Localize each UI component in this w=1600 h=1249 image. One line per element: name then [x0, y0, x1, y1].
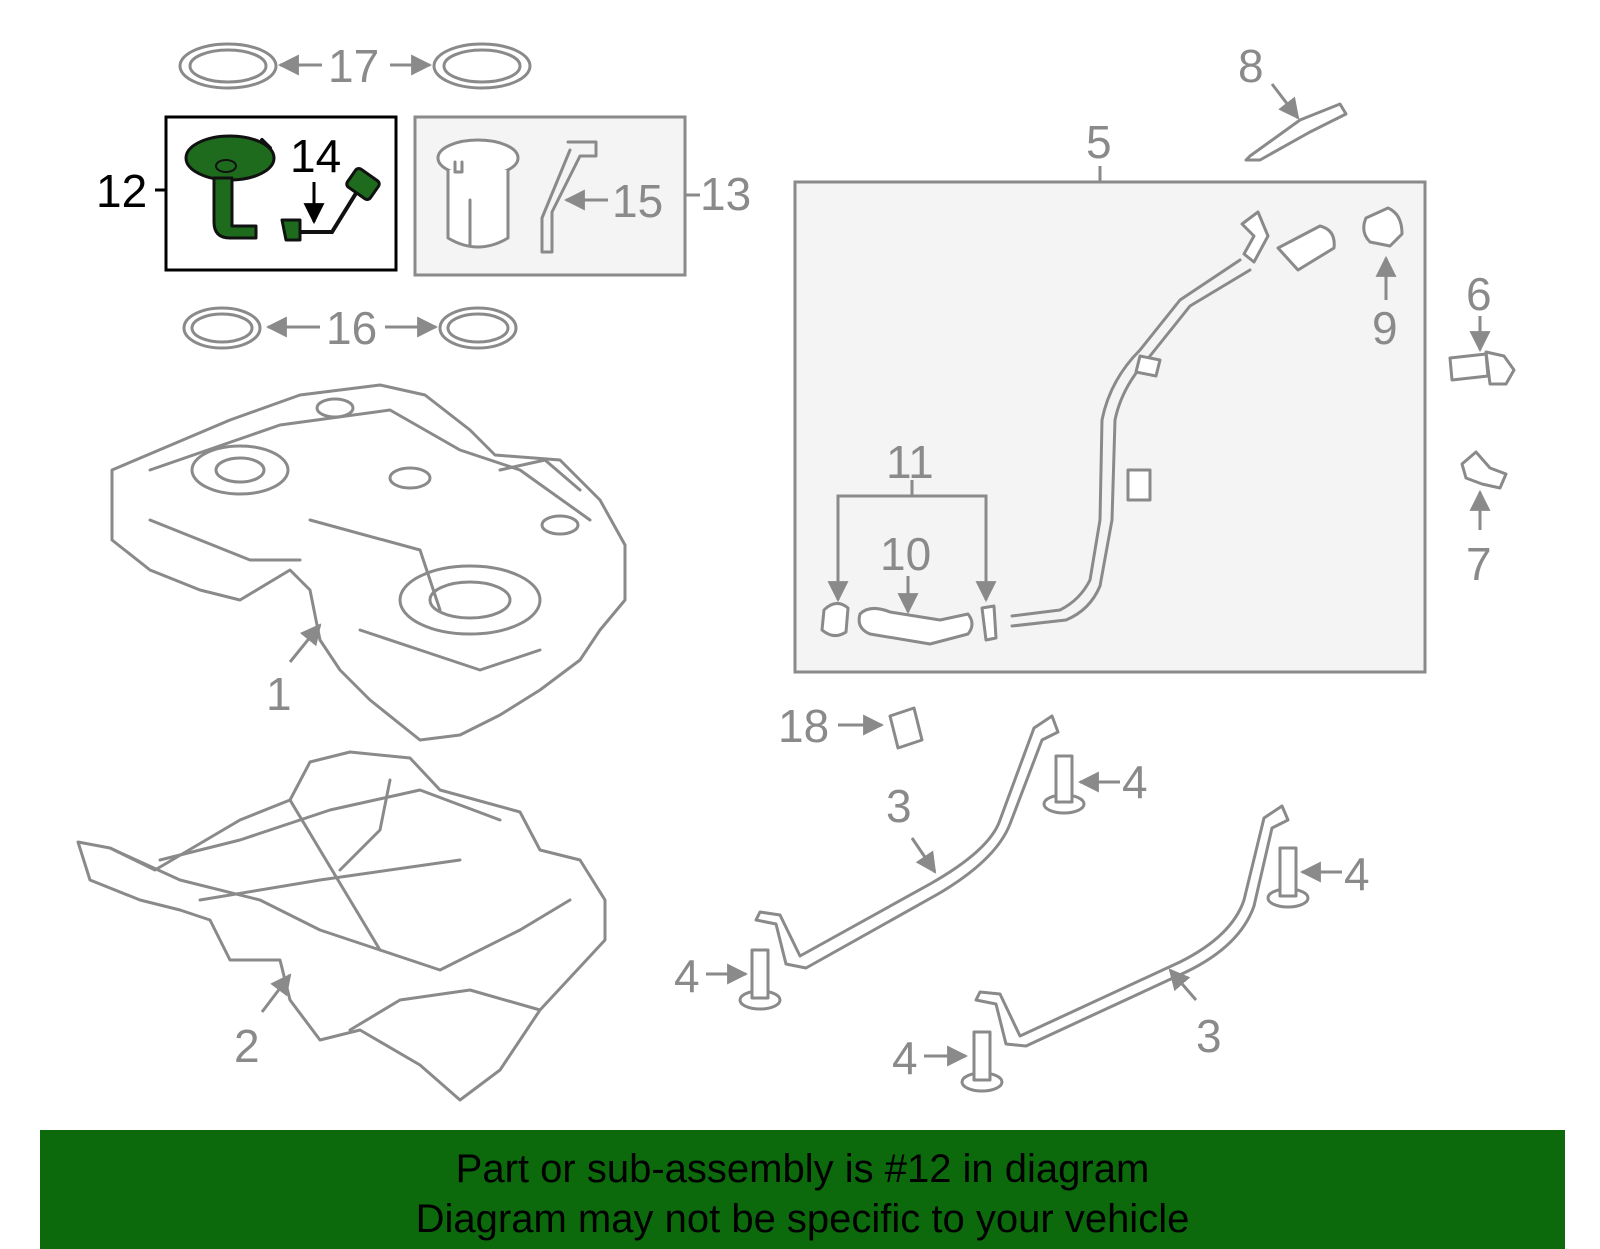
heat-shield-part-2[interactable]	[76, 750, 607, 1102]
bolt-part-4-c[interactable]	[738, 948, 782, 1011]
callout-15[interactable]: 15	[612, 175, 663, 227]
lock-ring-part-17[interactable]	[178, 42, 532, 90]
fuel-tank-part-1[interactable]	[110, 383, 627, 742]
seal-part-16[interactable]	[182, 306, 518, 350]
callout-8[interactable]: 8	[1238, 40, 1264, 92]
callout-17[interactable]: 17	[328, 40, 379, 92]
fuel-cap-part-9[interactable]	[1362, 206, 1404, 248]
callout-3-upper[interactable]: 3	[886, 780, 912, 832]
bolt-part-4-d[interactable]	[960, 1030, 1004, 1093]
callout-7[interactable]: 7	[1466, 538, 1492, 590]
callout-12[interactable]: 12	[96, 165, 147, 217]
bolt-part-6[interactable]	[1448, 350, 1516, 386]
callout-14[interactable]: 14	[290, 130, 341, 182]
sensor-part-15[interactable]	[540, 140, 598, 254]
callout-18[interactable]: 18	[778, 700, 829, 752]
bolt-part-4-b[interactable]	[1266, 846, 1310, 909]
hose-part-10[interactable]	[857, 607, 974, 646]
filler-pipe[interactable]	[1010, 210, 1336, 628]
callout-16[interactable]: 16	[326, 302, 377, 354]
banner-line-1: Part or sub-assembly is #12 in diagram	[455, 1147, 1150, 1191]
callout-1[interactable]: 1	[266, 668, 292, 720]
fuel-level-sensor-part-14[interactable]	[280, 167, 381, 242]
callout-13[interactable]: 13	[700, 168, 751, 220]
filler-pipe-box-part-5[interactable]	[793, 180, 1427, 674]
connector-part-18[interactable]	[888, 706, 924, 750]
clamp-part-11[interactable]	[820, 602, 998, 642]
strap-part-3-lower[interactable]	[974, 804, 1290, 1048]
callout-4-a[interactable]: 4	[1122, 756, 1148, 808]
clip-part-7[interactable]	[1460, 450, 1508, 490]
callout-4-d[interactable]: 4	[892, 1032, 918, 1084]
bolt-part-4-a[interactable]	[1042, 754, 1086, 815]
callout-3-lower[interactable]: 3	[1196, 1010, 1222, 1062]
callout-2[interactable]: 2	[234, 1020, 260, 1072]
callout-9[interactable]: 9	[1372, 302, 1398, 354]
info-banner: Part or sub-assembly is #12 in diagram D…	[40, 1130, 1565, 1249]
callout-4-b[interactable]: 4	[1344, 848, 1370, 900]
callout-6[interactable]: 6	[1466, 268, 1492, 320]
callout-4-c[interactable]: 4	[674, 950, 700, 1002]
callout-5[interactable]: 5	[1086, 116, 1112, 168]
callout-10[interactable]: 10	[880, 528, 931, 580]
bracket-part-8[interactable]	[1244, 102, 1348, 162]
callout-11[interactable]: 11	[886, 436, 934, 488]
banner-line-2: Diagram may not be specific to your vehi…	[415, 1197, 1190, 1241]
strap-part-3-upper[interactable]	[754, 714, 1060, 970]
